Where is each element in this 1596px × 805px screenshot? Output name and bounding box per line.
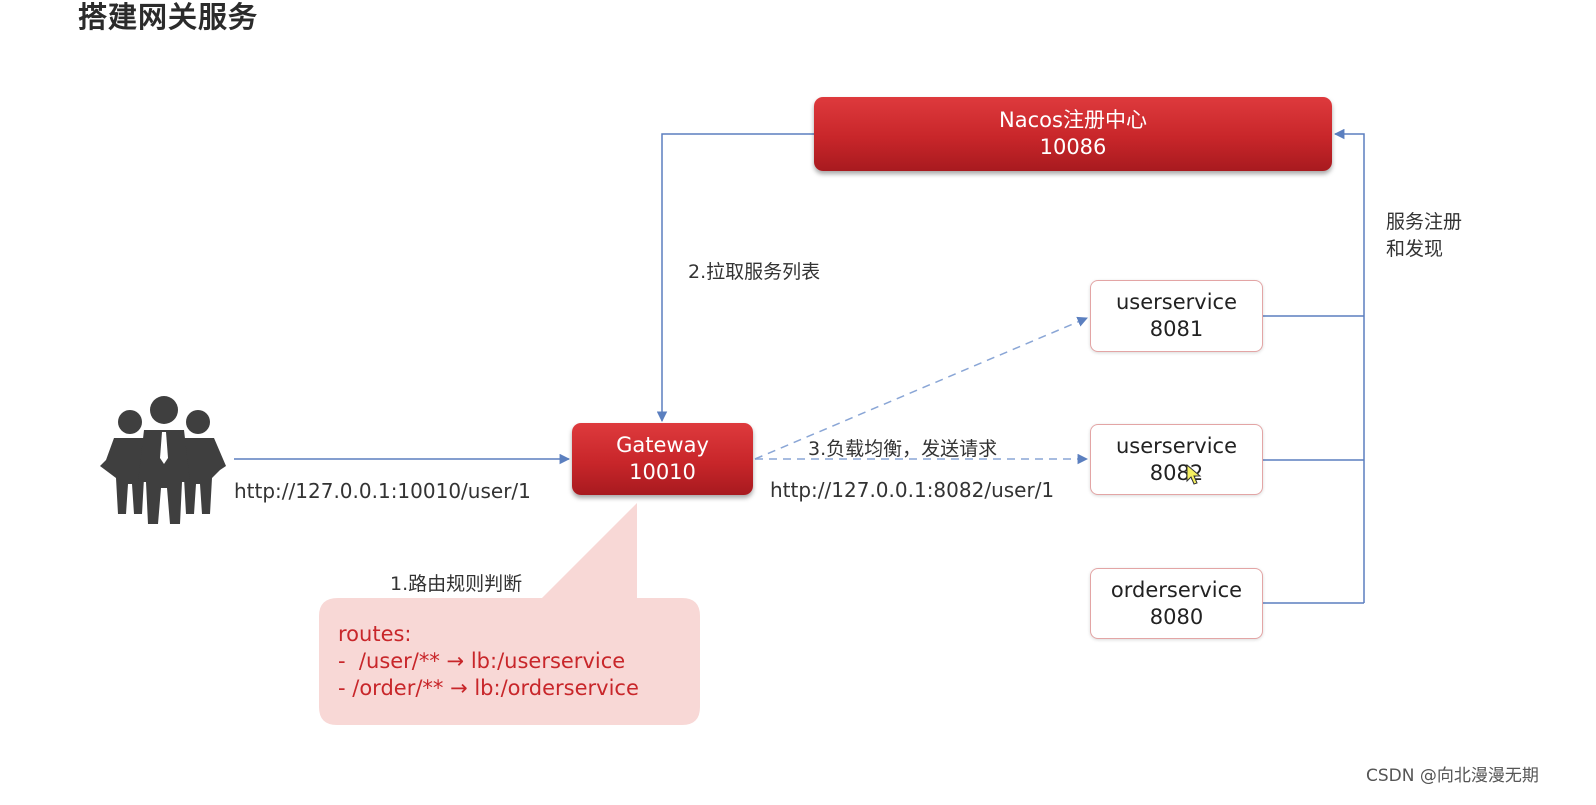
register-trunk-line xyxy=(1333,128,1365,603)
route-rule-order: - /order/** → lb:/orderservice xyxy=(338,676,639,700)
watermark: CSDN @向北漫漫无期 xyxy=(1366,766,1539,786)
gateway-box: Gateway 10010 xyxy=(572,423,753,495)
load-balance-label: 3.负载均衡，发送请求 xyxy=(808,438,998,460)
service-box-orderservice-8080: orderservice 8080 xyxy=(1090,568,1263,639)
register-discovery-label: 服务注册 和发现 xyxy=(1386,209,1486,263)
pull-list-label: 2.拉取服务列表 xyxy=(688,261,821,283)
route-rule-user: - /user/** → lb:/userservice xyxy=(338,649,626,673)
route-judge-label: 1.路由规则判断 xyxy=(390,573,523,595)
routes-config: routes: - /user/** → lb:/userservice - /… xyxy=(338,621,639,702)
service-port: 8080 xyxy=(1149,604,1204,629)
gateway-name: Gateway xyxy=(616,433,709,457)
nacos-port: 10086 xyxy=(1039,135,1107,159)
routes-header: routes: xyxy=(338,622,412,646)
client-url-label: http://127.0.0.1:10010/user/1 xyxy=(234,479,531,503)
service-name: userservice xyxy=(1115,290,1238,314)
service-port: 8081 xyxy=(1149,317,1204,341)
service-name: userservice xyxy=(1115,433,1238,458)
users-group-icon xyxy=(100,396,226,524)
pull-list-line xyxy=(656,133,814,423)
page-title: 搭建网关服务 xyxy=(78,0,259,34)
register-label-line1: 服务注册 xyxy=(1386,211,1463,233)
service-url-label: http://127.0.0.1:8082/user/1 xyxy=(770,478,1055,502)
mouse-cursor-icon xyxy=(1186,464,1202,485)
register-label-line2: 和发现 xyxy=(1386,238,1444,260)
service-box-userservice-8081: userservice 8081 xyxy=(1090,280,1263,352)
service-box-userservice-8082: userservice 8082 xyxy=(1090,424,1263,495)
nacos-registry-box: Nacos注册中心 10086 xyxy=(814,97,1332,171)
service-name: orderservice xyxy=(1110,577,1243,602)
lb-line-8081 xyxy=(754,316,1088,460)
nacos-name: Nacos注册中心 xyxy=(999,108,1147,132)
gateway-port: 10010 xyxy=(629,460,696,484)
